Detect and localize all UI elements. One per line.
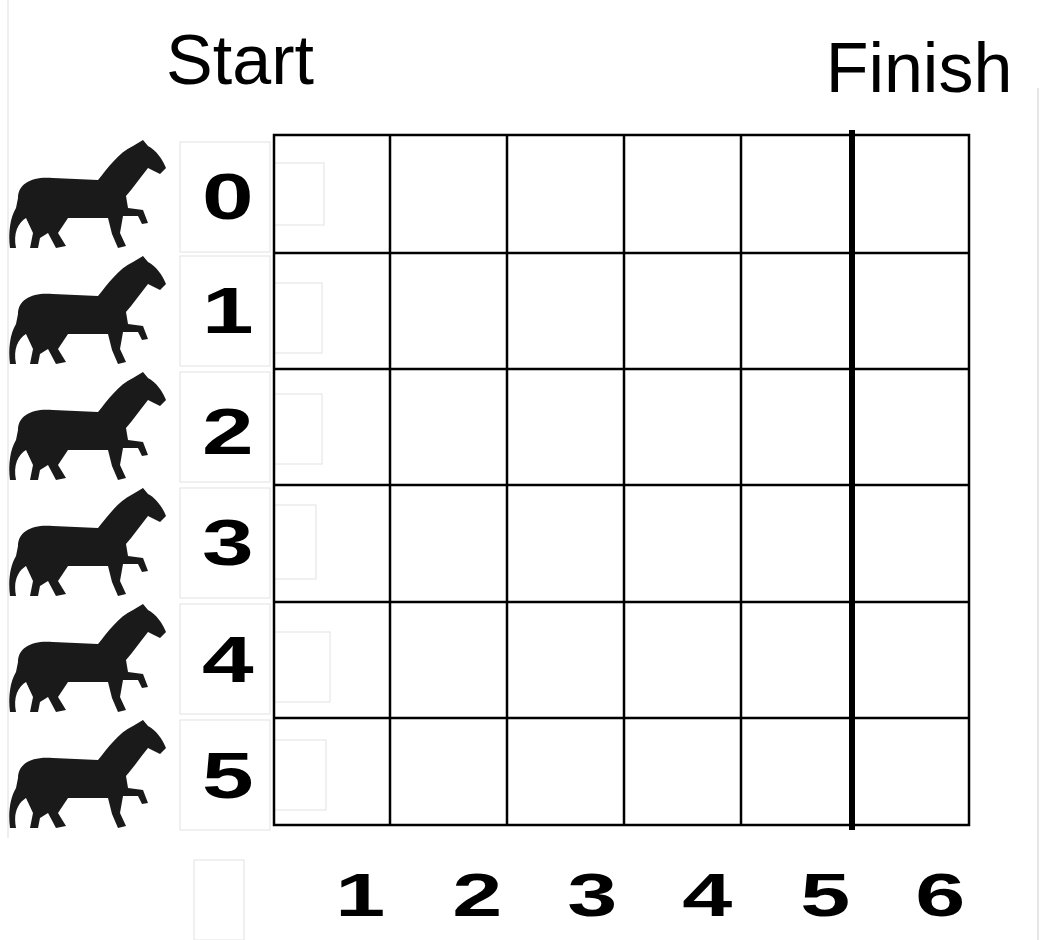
lane-number: 5 <box>202 744 254 808</box>
finish-label: Finish <box>826 33 1013 103</box>
column-number: 3 <box>567 864 617 926</box>
lane-number: 2 <box>202 400 254 464</box>
column-number: 2 <box>452 864 502 926</box>
page-edge <box>8 0 9 838</box>
horse-icons <box>9 140 166 828</box>
track-grid <box>274 135 969 825</box>
lane-number: 0 <box>202 165 254 229</box>
finish-line <box>849 130 855 830</box>
page-edge <box>1038 88 1039 940</box>
lane-number: 3 <box>202 511 254 575</box>
lane-number: 1 <box>202 279 254 343</box>
column-number: 6 <box>915 864 965 926</box>
column-number: 1 <box>335 864 385 926</box>
number-panels <box>180 142 330 940</box>
start-label: Start <box>166 25 314 95</box>
column-number: 5 <box>800 864 850 926</box>
column-number: 4 <box>682 864 732 926</box>
lane-number: 4 <box>202 628 254 692</box>
